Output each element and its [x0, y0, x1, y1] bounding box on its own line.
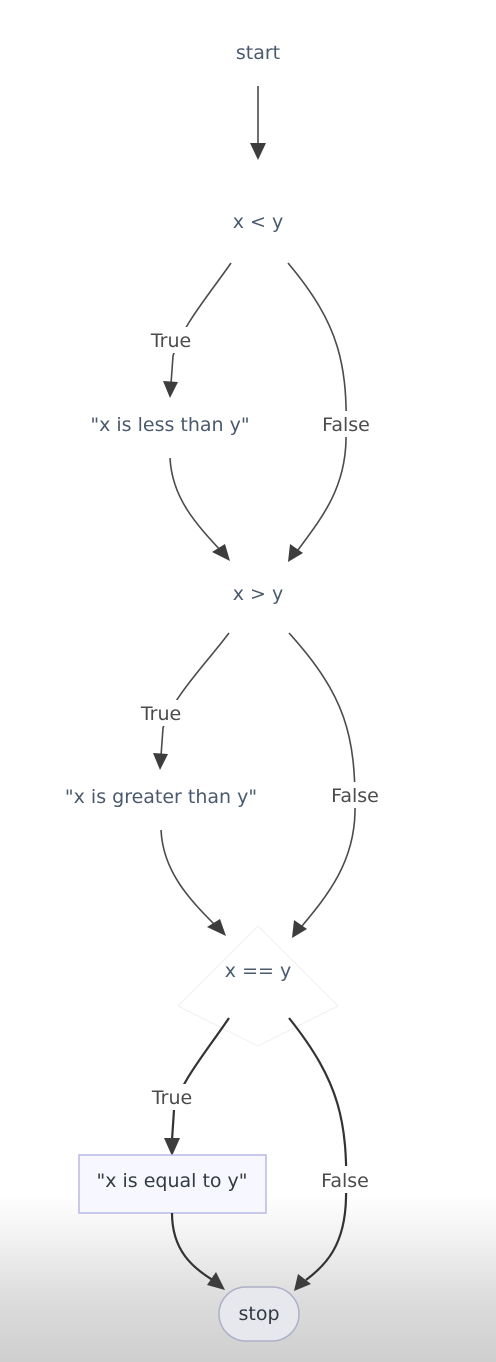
edge-cond2-false: [288, 632, 356, 927]
edge-label-true-3: True: [151, 1087, 192, 1109]
output-x-greater-than-y: "x is greater than y": [65, 786, 257, 808]
arrowhead-cond1-true: [163, 381, 178, 398]
output-x-less-than-y: "x is less than y": [90, 414, 249, 436]
edge-out1-to-cond2: [169, 457, 223, 553]
decision-diamond-x-equals-y: [177, 925, 339, 1047]
arrowhead-cond3-false: [294, 1274, 311, 1291]
start-node: start: [236, 42, 280, 64]
edge-cond3-false: [288, 1017, 348, 1281]
arrowhead-out2-to-cond3: [207, 919, 226, 936]
arrowhead-start-to-cond1: [250, 143, 266, 160]
decision-x-less-than-y: x < y: [233, 211, 284, 233]
arrowhead-out1-to-cond2: [212, 544, 230, 561]
decision-x-greater-than-y: x > y: [233, 583, 284, 605]
arrowhead-cond2-false: [292, 920, 307, 938]
edge-out2-to-cond3: [160, 829, 218, 928]
stop-node: stop: [238, 1303, 279, 1325]
decision-x-equals-y: x == y: [225, 960, 291, 982]
stop-node-shape: [218, 1286, 300, 1342]
arrowhead-out3-to-stop: [207, 1272, 225, 1290]
edge-label-false-3: False: [321, 1170, 369, 1192]
edge-out3-to-stop: [170, 1212, 217, 1283]
output-x-equals-y: "x is equal to y": [96, 1170, 247, 1192]
edge-cond3-true: [170, 1017, 230, 1141]
arrowhead-cond3-true: [164, 1138, 180, 1156]
arrowhead-cond2-true: [153, 753, 168, 770]
edge-label-true-1: True: [150, 330, 191, 352]
edge-label-false-1: False: [322, 414, 370, 436]
edge-cond1-false: [287, 262, 348, 551]
edge-label-false-2: False: [331, 785, 379, 807]
arrowhead-cond1-false: [288, 544, 303, 562]
edge-cond1-true: [170, 262, 232, 385]
edge-label-true-2: True: [140, 703, 181, 725]
edge-cond2-true: [160, 632, 230, 757]
output-box-x-equals-y: [78, 1154, 267, 1214]
